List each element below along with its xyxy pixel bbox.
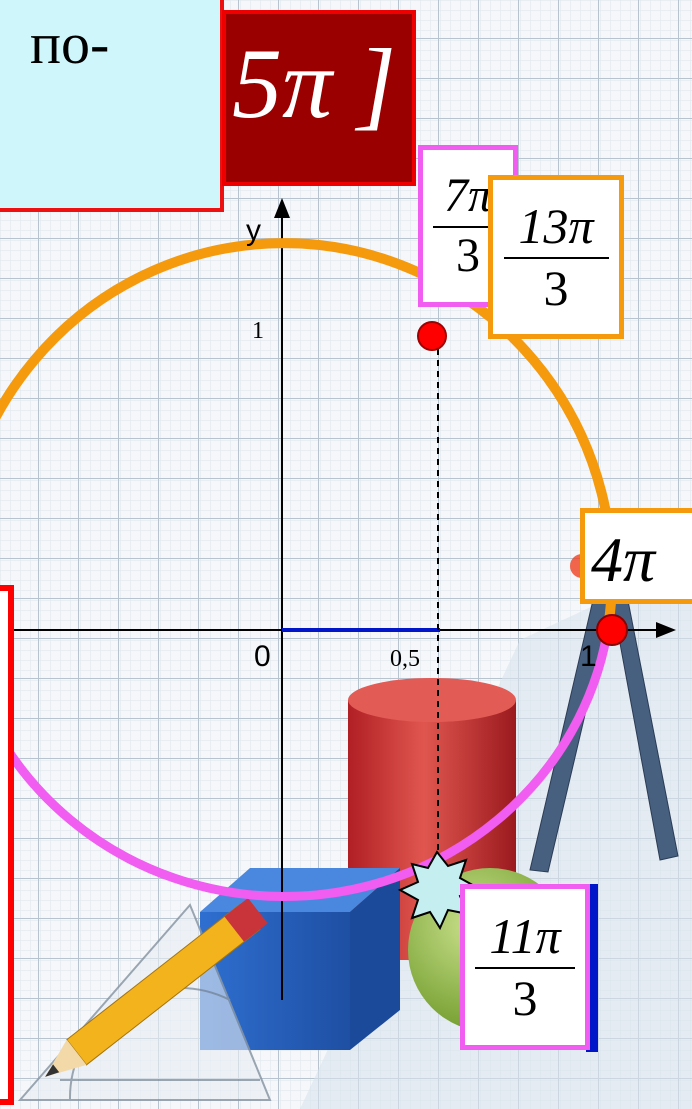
y-tick-1: 1 (252, 318, 264, 344)
left-red-frame (0, 585, 14, 1105)
point-zero (596, 614, 628, 646)
label-13pi-over-3: 13π 3 (488, 175, 624, 339)
header-expression: 5π ] (232, 28, 397, 139)
label-11pi-over-3: 11π 3 (460, 884, 590, 1050)
point-pi-3 (417, 321, 447, 351)
top-left-panel: по- (0, 0, 224, 212)
coordinate-axes (0, 198, 676, 1000)
orange-arc (0, 238, 617, 629)
starburst-marker (397, 850, 481, 931)
header-expression-box: 5π ] (222, 10, 416, 186)
top-left-text: по- (30, 11, 110, 76)
x-tick-1: 1 (580, 640, 597, 673)
half-label: 0,5 (390, 646, 420, 672)
label-4pi: 4π (580, 508, 692, 604)
y-axis-label: y (246, 214, 261, 247)
origin-label: 0 (254, 640, 271, 673)
